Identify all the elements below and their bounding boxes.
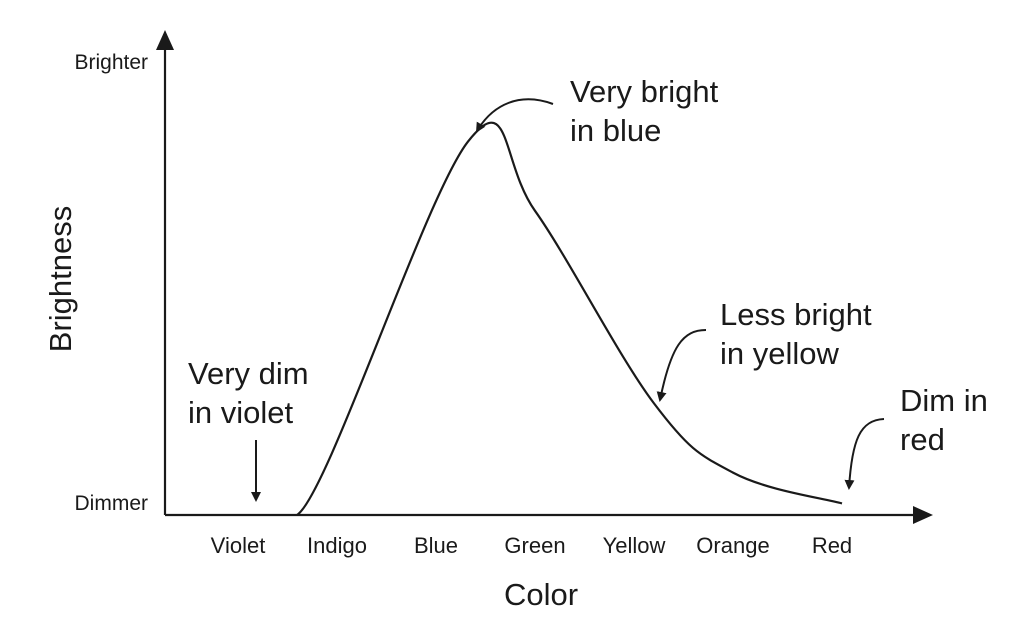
annotation-yellow-arrow-icon xyxy=(656,329,707,402)
annotation-violet-line2: in violet xyxy=(188,395,293,430)
y-axis-title: Brightness xyxy=(43,206,78,352)
annotation-yellow: Less bright in yellow xyxy=(656,297,872,402)
y-axis-arrow-icon xyxy=(156,30,174,50)
x-tick-red: Red xyxy=(812,533,852,558)
annotation-blue: Very bright in blue xyxy=(475,74,719,148)
annotation-yellow-line2: in yellow xyxy=(720,336,839,371)
x-tick-violet: Violet xyxy=(211,533,266,558)
x-tick-green: Green xyxy=(504,533,565,558)
x-tick-blue: Blue xyxy=(414,533,458,558)
annotation-red-line2: red xyxy=(900,422,945,457)
annotation-blue-line1: Very bright xyxy=(570,74,719,109)
annotation-yellow-line1: Less bright xyxy=(720,297,872,332)
x-tick-labels: Violet Indigo Blue Green Yellow Orange Red xyxy=(211,533,853,558)
x-tick-indigo: Indigo xyxy=(307,533,367,558)
brightness-curve xyxy=(296,121,843,516)
annotation-blue-arrow-icon xyxy=(475,98,554,133)
x-axis-title: Color xyxy=(504,577,578,612)
x-tick-orange: Orange xyxy=(696,533,769,558)
annotation-violet: Very dim in violet xyxy=(188,356,309,502)
annotation-blue-line2: in blue xyxy=(570,113,661,148)
annotation-red-arrow-icon xyxy=(844,418,885,490)
annotation-red-line1: Dim in xyxy=(900,383,988,418)
annotation-violet-line1: Very dim xyxy=(188,356,309,391)
annotation-red: Dim in red xyxy=(844,383,988,490)
y-bottom-label: Dimmer xyxy=(75,492,149,515)
y-top-label: Brighter xyxy=(74,51,148,74)
x-tick-yellow: Yellow xyxy=(603,533,666,558)
x-axis-arrow-icon xyxy=(913,506,933,524)
